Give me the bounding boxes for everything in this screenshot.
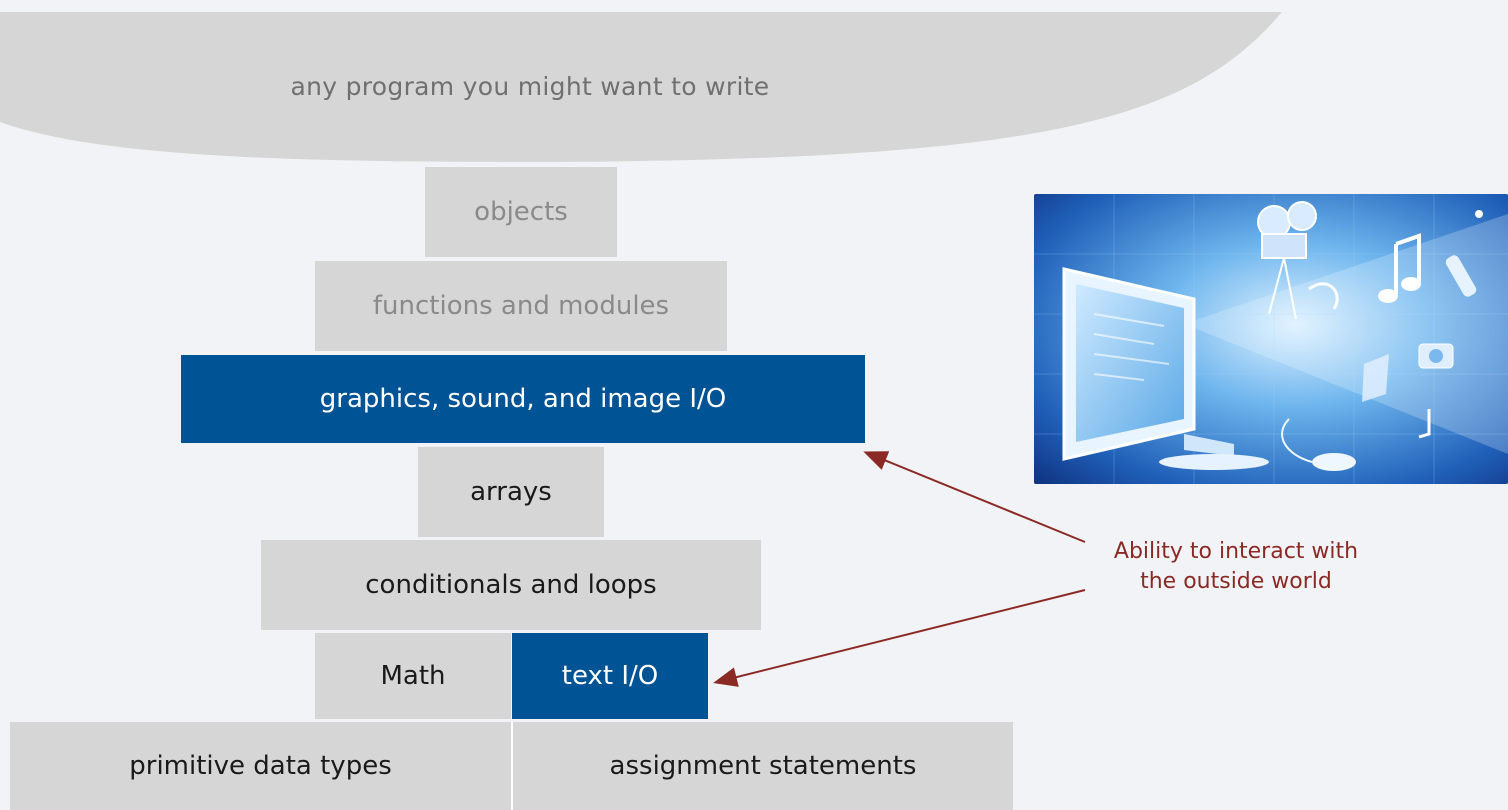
annotation-caption: Ability to interact with the outside wor… <box>1086 537 1386 597</box>
layer-objects: objects <box>425 167 617 257</box>
layer-primitive-data-types: primitive data types <box>10 722 513 810</box>
annotation-line-1: Ability to interact with <box>1113 539 1359 564</box>
top-banner-label: any program you might want to write <box>290 72 770 101</box>
layer-text-io: text I/O <box>512 633 708 719</box>
layer-graphics-sound-image-io: graphics, sound, and image I/O <box>181 355 865 443</box>
annotation-line-2: the outside world <box>1140 569 1332 594</box>
arrow-to-text-io <box>713 589 1086 687</box>
layer-math: Math <box>315 633 511 719</box>
layer-conditionals-and-loops: conditionals and loops <box>261 540 761 630</box>
layer-functions-and-modules: functions and modules <box>315 261 727 351</box>
layer-arrays: arrays <box>418 447 604 537</box>
top-banner-shape <box>0 12 1282 162</box>
layer-assignment-statements: assignment statements <box>513 722 1013 810</box>
multimedia-computer-image <box>1034 194 1508 484</box>
